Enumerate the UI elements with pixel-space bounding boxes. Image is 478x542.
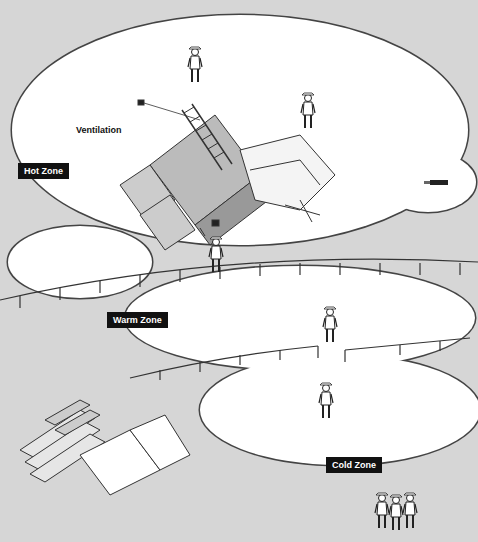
workers <box>188 47 417 530</box>
zone-name: Hot Zone <box>24 166 63 176</box>
shoring-equipment <box>20 400 190 495</box>
equipment-label: Ventilation <box>76 125 122 135</box>
zone-fills <box>8 15 478 465</box>
zone-name: Warm Zone <box>113 315 162 325</box>
tool <box>424 180 448 185</box>
zone-label-box: Cold Zone <box>326 457 382 473</box>
fence <box>0 259 478 380</box>
zone-label-box: Warm Zone <box>107 312 168 328</box>
zone-label-box: Hot Zone <box>18 163 69 179</box>
zone-outlines <box>8 15 478 465</box>
zone-name: Cold Zone <box>332 460 376 470</box>
spoil-tarp <box>240 135 335 222</box>
